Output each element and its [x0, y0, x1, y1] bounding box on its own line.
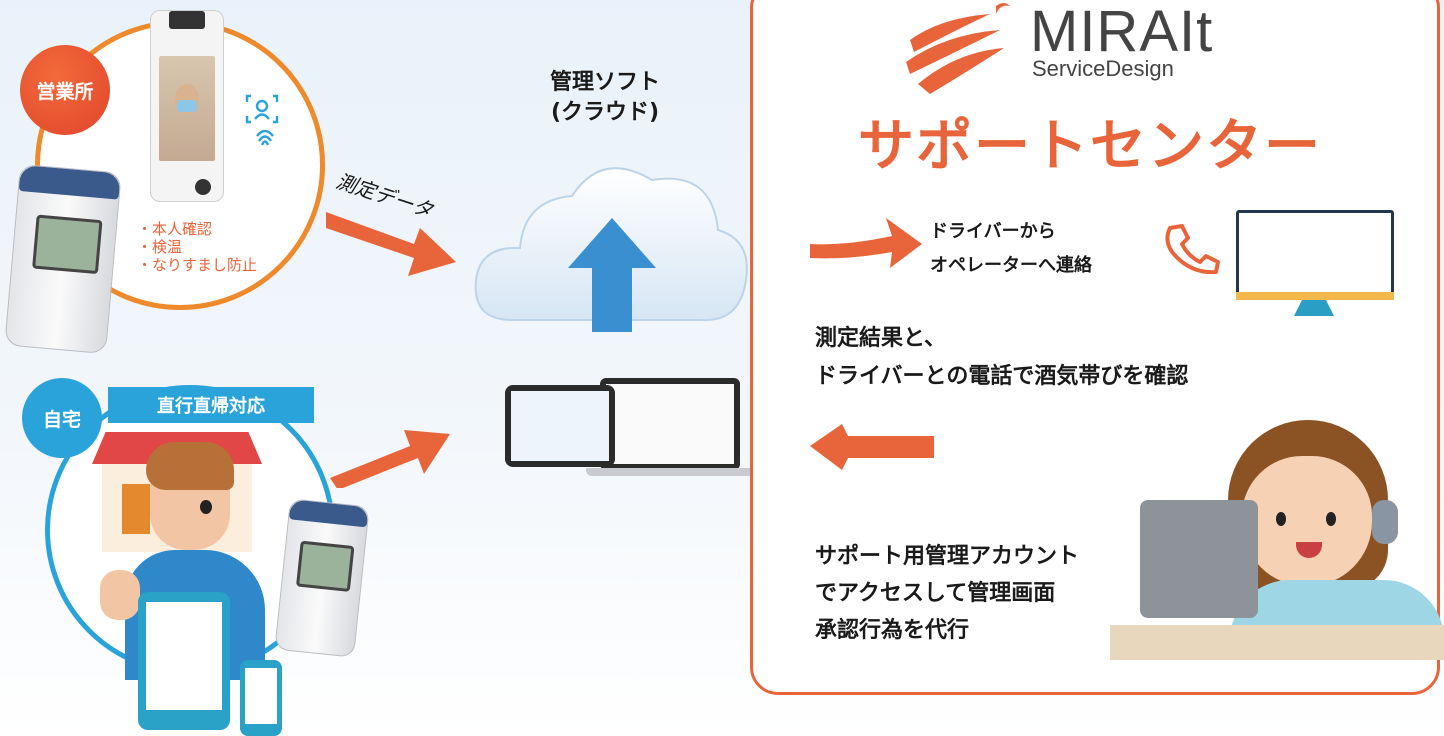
- home-badge: 自宅: [22, 378, 102, 458]
- brand-tagline: ServiceDesign: [1032, 56, 1174, 81]
- direct-return-banner: 直行直帰対応: [108, 387, 314, 423]
- arrow-back-to-driver: [810, 424, 934, 470]
- laptop-dashboard: [600, 378, 740, 470]
- laptop-base: [586, 468, 754, 476]
- arrow-to-cloud: [326, 212, 456, 276]
- feature-list: 本人確認 検温 なりすまし防止: [137, 220, 257, 274]
- tablet-screen: [146, 602, 222, 710]
- tablet-dashboard-screen: [511, 391, 609, 461]
- house-door: [122, 484, 150, 534]
- cloud-label: 管理ソフト (クラウド): [540, 68, 670, 128]
- person-hair: [146, 442, 234, 490]
- feature-item: 検温: [137, 238, 257, 256]
- operator-illustration: [1110, 420, 1444, 660]
- proxy-line1: サポート用管理アカウント: [815, 544, 1080, 569]
- monitor-stand: [1294, 300, 1334, 316]
- terminal-screen: [159, 56, 215, 161]
- confirm-line2: ドライバーとの電話で酒気帯びを確認: [815, 364, 1189, 389]
- operator-eye-right: [1326, 512, 1336, 526]
- phone-screen: [245, 668, 277, 724]
- alcohol-checker-office: [4, 163, 122, 355]
- operator-face: [1242, 456, 1372, 586]
- office-label: 営業所: [36, 80, 94, 103]
- laptop-screen: [606, 384, 734, 464]
- phone-icon: [1165, 224, 1220, 274]
- operator-desk: [1110, 625, 1444, 660]
- contact-line1: ドライバーから: [930, 221, 1056, 242]
- person-hand: [100, 570, 140, 620]
- contact-line2: オペレーターへ連絡: [930, 255, 1092, 276]
- confirm-text: 測定結果と、 ドライバーとの電話で酒気帯びを確認: [815, 320, 1188, 396]
- confirm-line1: 測定結果と、: [815, 326, 947, 351]
- support-title: サポートセンター: [858, 114, 1322, 179]
- phone-device: [240, 660, 282, 736]
- feature-item: なりすまし防止: [137, 256, 257, 274]
- monitor-screen: [1236, 210, 1394, 298]
- operator-eye-left: [1276, 512, 1286, 526]
- direct-return-label: 直行直帰対応: [157, 396, 265, 417]
- contact-text: ドライバーから オペレーターへ連絡: [930, 215, 1092, 283]
- proxy-line2: でアクセスして管理画面: [815, 581, 1056, 606]
- person-eye: [200, 500, 212, 514]
- brand-logo-mark: [906, 3, 1010, 94]
- monitor-bezel: [1236, 292, 1394, 300]
- cloud-icon: [474, 167, 748, 332]
- headset-icon: [1372, 500, 1398, 544]
- proxy-text: サポート用管理アカウント でアクセスして管理画面 承認行為を代行: [815, 538, 1079, 649]
- terminal-mask: [177, 100, 197, 112]
- face-recognition-terminal: [150, 10, 224, 202]
- terminal-sensor: [195, 179, 211, 195]
- monitor-icon: [1236, 210, 1394, 318]
- cloud-label-line1: 管理ソフト: [549, 70, 660, 95]
- face-scan-icon: [245, 94, 279, 146]
- cloud-label-line2: (クラウド): [550, 100, 660, 125]
- proxy-line3: 承認行為を代行: [815, 618, 970, 643]
- checker-display: [32, 214, 103, 275]
- tablet-device: [138, 592, 230, 730]
- operator-monitor: [1140, 500, 1258, 618]
- checker-display: [295, 540, 355, 592]
- arrow-to-laptop: [330, 430, 450, 488]
- home-label: 自宅: [42, 408, 81, 431]
- terminal-camera: [169, 11, 205, 29]
- brand-name: MIRAIt: [1030, 0, 1214, 64]
- tablet-dashboard: [505, 385, 615, 467]
- arrow-contact-in: [810, 218, 922, 268]
- alcohol-checker-home: [274, 498, 370, 658]
- checker-cap: [288, 499, 369, 528]
- upload-arrow-icon: [568, 218, 656, 332]
- feature-item: 本人確認: [137, 220, 257, 238]
- operator-mouth: [1296, 542, 1322, 558]
- office-badge: 営業所: [20, 45, 110, 135]
